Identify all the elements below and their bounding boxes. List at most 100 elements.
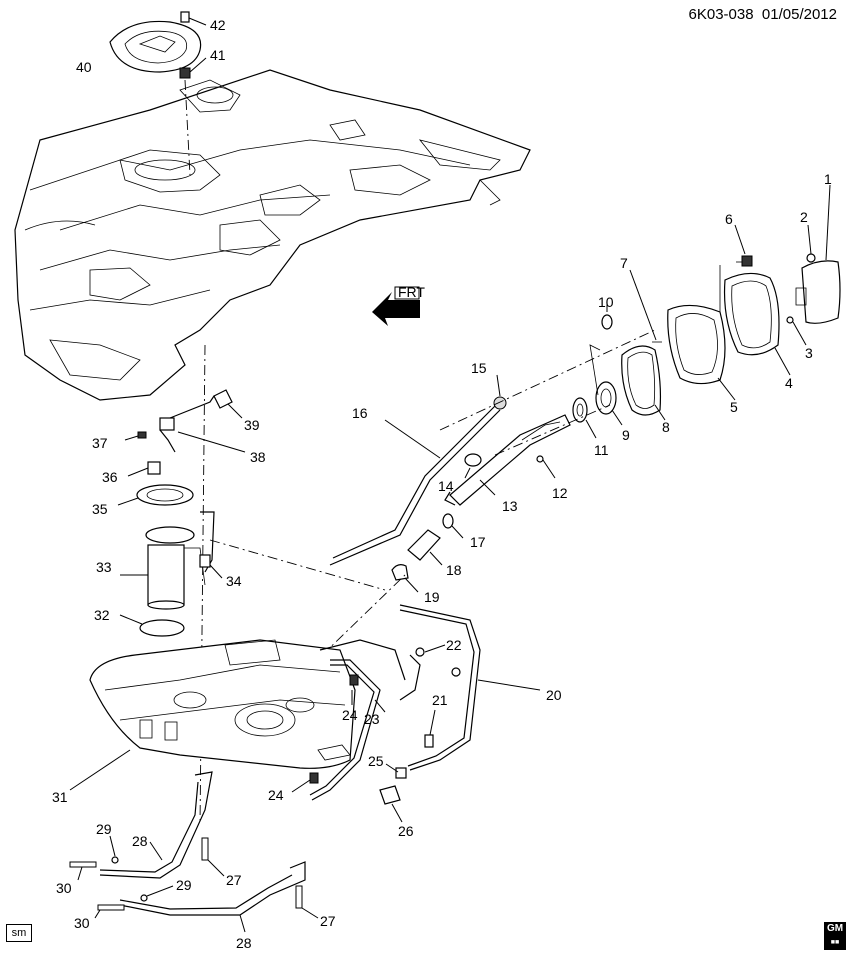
clip-24a [349, 674, 359, 705]
oring-14 [464, 453, 482, 479]
callout-1: 1 [824, 171, 832, 187]
sensor-34 [199, 511, 223, 579]
callout-39: 39 [244, 417, 260, 433]
connector-26 [379, 785, 403, 823]
diagram-date: 01/05/2012 [761, 6, 837, 23]
callout-16: 16 [352, 405, 368, 421]
callout-32: 32 [94, 607, 110, 623]
fastener-42 [180, 11, 207, 26]
fuel-tank-31 [69, 639, 356, 791]
fuel-door-1 [795, 184, 841, 324]
callout-24b: 24 [268, 787, 284, 803]
clamp-19 [391, 564, 419, 593]
front-direction-arrow: FRT [372, 284, 425, 326]
callout-26: 26 [398, 823, 414, 839]
callout-37: 37 [92, 435, 108, 451]
vent-hose-16 [329, 405, 501, 566]
nut-41 [179, 57, 207, 79]
gm-logo-text: GM [826, 923, 844, 934]
callout-30b: 30 [74, 915, 90, 931]
bolt-27-upper [201, 837, 225, 877]
fuel-line-20 [399, 604, 541, 771]
fuel-door-frame-4 [723, 272, 791, 376]
seal-11 [572, 397, 597, 439]
screw-12 [536, 455, 556, 479]
callout-2: 2 [800, 209, 808, 225]
hose-18 [407, 529, 443, 566]
callout-25: 25 [368, 753, 384, 769]
callout-31: 31 [52, 789, 68, 805]
callout-33: 33 [96, 559, 112, 575]
callout-9: 9 [622, 427, 630, 443]
callout-21: 21 [432, 692, 448, 708]
callout-5: 5 [730, 399, 738, 415]
callout-11: 11 [594, 442, 609, 458]
callout-labels: 1 2 3 4 5 6 7 8 9 10 11 12 13 14 15 16 1… [52, 17, 832, 951]
screw-2 [806, 224, 816, 263]
callout-7: 7 [620, 255, 628, 271]
callout-27b: 27 [320, 913, 336, 929]
tank-strap-28-lower [119, 861, 306, 933]
diagram-code: 6K03-038 [688, 6, 754, 23]
valve-36 [127, 461, 161, 477]
callout-42: 42 [210, 17, 226, 33]
spring-7 [629, 269, 662, 343]
diagram-header: 6K03-038 01/05/2012 [689, 6, 837, 23]
clip-25 [385, 763, 407, 779]
callout-22: 22 [446, 637, 462, 653]
callout-19: 19 [424, 589, 440, 605]
tank-strap-28-upper [99, 771, 213, 879]
lock-ring-35 [117, 484, 194, 506]
callout-24a: 24 [342, 707, 358, 723]
clamp-17 [442, 513, 464, 539]
bolt-27-lower [295, 885, 319, 919]
access-cover-plate [109, 20, 202, 73]
clip-29-lower [140, 885, 174, 902]
callout-35: 35 [92, 501, 108, 517]
tether-10 [589, 300, 613, 396]
bolt-6 [734, 224, 753, 267]
sm-tag: sm [6, 924, 32, 942]
gm-logo: GM ■■ [824, 922, 846, 950]
callout-17: 17 [470, 534, 486, 550]
clip-21 [424, 709, 436, 748]
cap-15 [493, 374, 507, 410]
callout-18: 18 [446, 562, 462, 578]
bolt-30-upper [69, 861, 97, 881]
clip-24b [291, 772, 319, 793]
connector-39 [213, 389, 243, 419]
bolt-30-lower [94, 904, 125, 919]
fuel-door-housing-5 [667, 265, 736, 401]
callout-29a: 29 [96, 821, 112, 837]
callout-27a: 27 [226, 872, 242, 888]
fuel-pump-module-33 [120, 526, 206, 610]
callout-28a: 28 [132, 833, 148, 849]
callout-38: 38 [250, 449, 266, 465]
callout-10: 10 [598, 294, 614, 310]
callout-40: 40 [76, 59, 92, 75]
fuel-line-23 [309, 639, 406, 801]
callout-14: 14 [438, 478, 454, 494]
callout-8: 8 [662, 419, 670, 435]
underbody-floor-pan [14, 69, 531, 401]
callout-20: 20 [546, 687, 562, 703]
callout-29b: 29 [176, 877, 192, 893]
callout-34: 34 [226, 573, 242, 589]
callout-6: 6 [725, 211, 733, 227]
seal-32 [119, 614, 185, 637]
callout-23: 23 [364, 711, 380, 727]
callout-28b: 28 [236, 935, 252, 951]
filler-neck-13 [444, 414, 571, 506]
clip-37 [124, 431, 147, 441]
gasket-8 [621, 345, 666, 421]
callout-15: 15 [471, 360, 487, 376]
callout-30a: 30 [56, 880, 72, 896]
callout-12: 12 [552, 485, 568, 501]
callout-41: 41 [210, 47, 226, 63]
front-arrow-label: FRT [398, 284, 425, 300]
callout-13: 13 [502, 498, 518, 514]
callout-36: 36 [102, 469, 118, 485]
callout-3: 3 [805, 345, 813, 361]
wire-harness-38 [159, 395, 246, 453]
